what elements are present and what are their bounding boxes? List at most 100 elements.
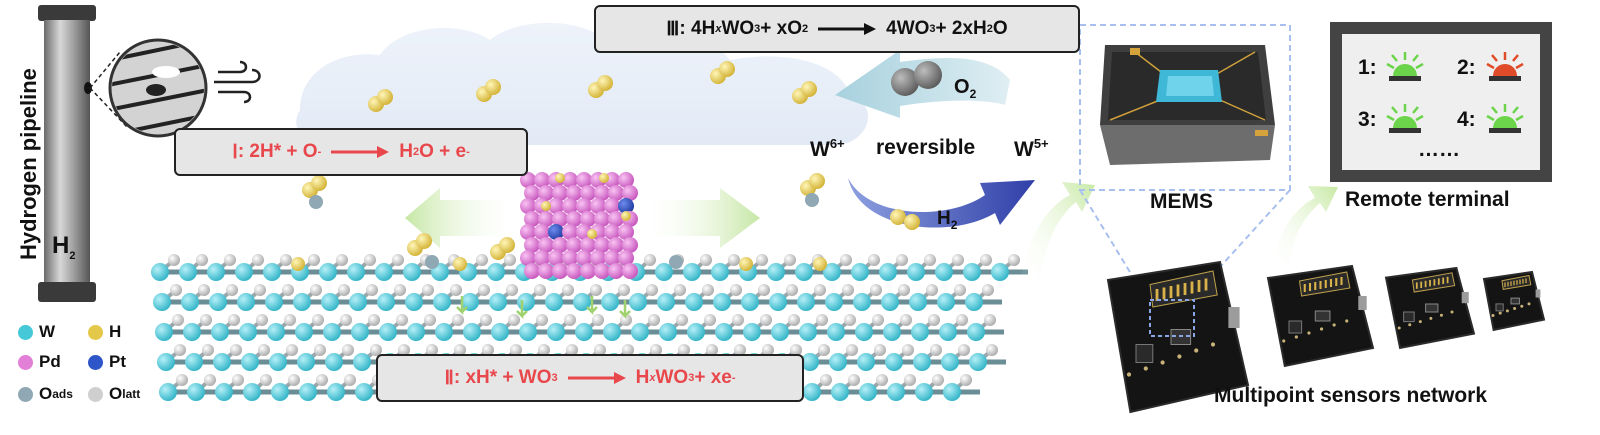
lattice-oxygen-atom <box>172 314 184 326</box>
hydrogen-atom <box>377 89 393 105</box>
sensor-board <box>1482 270 1546 332</box>
hydrogen-atom <box>809 173 825 189</box>
tungsten-atom <box>799 323 817 341</box>
palladium-atom <box>538 263 554 279</box>
lattice-oxygen-atom <box>762 344 774 356</box>
alarm-light-base <box>1489 76 1521 81</box>
lattice-oxygen-atom <box>174 344 186 356</box>
legend-symbol: Pt <box>109 352 126 371</box>
mems-chip <box>1100 45 1275 165</box>
legend-item: H <box>88 322 121 342</box>
adsorbed-hydrogen-atom <box>555 173 565 183</box>
tungsten-atom <box>241 353 259 371</box>
tungsten-atom <box>629 293 647 311</box>
lattice-oxygen-atom <box>840 254 852 266</box>
tungsten-atom <box>435 323 453 341</box>
lattice-oxygen-atom <box>204 374 216 386</box>
palladium-atom <box>580 237 596 253</box>
tungsten-atom <box>209 293 227 311</box>
palladium-atom <box>562 224 578 240</box>
equation-2-sub2: 3 <box>688 372 695 384</box>
alarm-light-ray <box>1415 62 1424 70</box>
adsorbed-hydrogen-atom <box>599 173 609 183</box>
tungsten-atom <box>827 323 845 341</box>
alarm-light-base <box>1489 128 1521 133</box>
alarm-light-ray <box>1486 62 1495 70</box>
equation-3-numeral: Ⅲ <box>666 18 680 40</box>
palladium-atom <box>594 185 610 201</box>
platinum-atom <box>618 198 634 214</box>
tungsten-atom <box>461 293 479 311</box>
tungsten-atom <box>631 323 649 341</box>
alarm-light-icon <box>1493 64 1517 76</box>
adsorbed-oxygen-atom <box>805 193 819 207</box>
hydrogen-atom <box>453 257 467 271</box>
lattice-oxygen-atom <box>650 344 662 356</box>
lattice-oxygen-atom <box>876 374 888 386</box>
palladium-atom <box>566 263 582 279</box>
alarm-light-icon <box>1393 64 1417 76</box>
lattice-oxygen-atom <box>482 344 494 356</box>
palladium-atom <box>580 211 596 227</box>
tungsten-atom <box>713 293 731 311</box>
lattice-oxygen-atom <box>980 254 992 266</box>
tungsten-atom <box>295 323 313 341</box>
lattice-oxygen-atom <box>900 314 912 326</box>
lattice-oxygen-atom <box>728 254 740 266</box>
tungsten-atom <box>801 353 819 371</box>
pipeline-label: Hydrogen pipeline <box>16 68 41 260</box>
equation-2-x: x <box>649 372 656 384</box>
tungsten-atom <box>207 263 225 281</box>
tungsten-atom <box>853 293 871 311</box>
lattice-oxygen-atom <box>226 284 238 296</box>
sensor-board <box>1106 260 1250 414</box>
equation-3-tail: + 2xH <box>935 18 987 39</box>
lattice-oxygen-atom <box>510 344 522 356</box>
tungsten-atom <box>913 353 931 371</box>
tungsten-atom <box>601 293 619 311</box>
palladium-atom <box>538 237 554 253</box>
lattice-oxygen-atom <box>170 284 182 296</box>
lattice-oxygen-atom <box>534 284 546 296</box>
palladium-atom <box>622 237 638 253</box>
tungsten-atom <box>491 323 509 341</box>
tungsten-atom <box>575 323 593 341</box>
legend-symbol: Pd <box>39 352 61 371</box>
tungsten-atom <box>323 323 341 341</box>
tungsten-atom <box>741 293 759 311</box>
alarm-light-ray <box>1415 114 1424 122</box>
lattice-oxygen-atom <box>564 314 576 326</box>
lattice-oxygen-atom <box>846 344 858 356</box>
alarm-light-ray <box>1515 62 1524 70</box>
alarm-light-ray <box>1386 114 1395 122</box>
palladium-atom <box>608 185 624 201</box>
tungsten-atom <box>297 353 315 371</box>
alarm-light-icon <box>1493 116 1517 128</box>
tungsten-atom <box>179 263 197 281</box>
alarm-light-ray <box>1515 114 1524 122</box>
lattice-oxygen-atom <box>758 284 770 296</box>
palladium-atom <box>576 172 592 188</box>
lattice-oxygen-atom <box>176 374 188 386</box>
tungsten-atom <box>517 293 535 311</box>
lattice-oxygen-atom <box>644 254 656 266</box>
tungsten-atom <box>353 353 371 371</box>
lattice-oxygen-atom <box>928 314 940 326</box>
equation-3-sub3: 3 <box>929 23 936 35</box>
lattice-oxygen-atom <box>398 344 410 356</box>
tungsten-atom <box>293 293 311 311</box>
palladium-atom <box>552 185 568 201</box>
lattice-oxygen-atom <box>648 314 660 326</box>
lattice-oxygen-atom <box>258 344 270 356</box>
tungsten-atom <box>911 323 929 341</box>
tungsten-atom <box>347 263 365 281</box>
alarm-light-ray <box>1412 54 1419 62</box>
lattice-oxygen-atom <box>256 314 268 326</box>
lattice-oxygen-atom <box>986 344 998 356</box>
palladium-atom <box>618 224 634 240</box>
sensor-board <box>1384 266 1476 350</box>
equation-3-sub1: 3 <box>754 23 761 35</box>
lattice-oxygen-atom <box>676 314 688 326</box>
tungsten-atom <box>909 293 927 311</box>
lattice-oxygen-atom <box>734 344 746 356</box>
